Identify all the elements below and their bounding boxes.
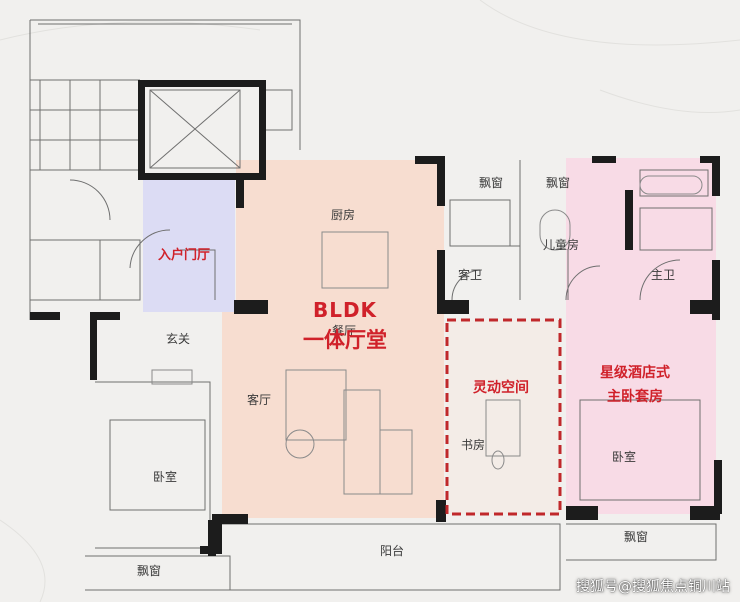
- watermark: 搜狐号@搜狐焦点铜川站: [576, 579, 730, 595]
- room-label-bay-window-top-2: 飘窗: [546, 176, 571, 190]
- room-label-bedroom-left: 卧室: [153, 470, 178, 484]
- room-label-bay-window-right: 飘窗: [624, 530, 649, 544]
- master-suite-callout-line1: 星级酒店式: [600, 365, 670, 381]
- room-label-bay-window-top-1: 飘窗: [479, 176, 504, 190]
- room-label-bedroom-master: 卧室: [612, 450, 637, 464]
- bldk-title: BLDK: [312, 298, 378, 322]
- master-suite-callout-line2: 主卧套房: [607, 389, 663, 405]
- entry-arrow-icon: [236, 180, 244, 190]
- flex-space-outline: [445, 318, 562, 516]
- flex-space-zone: [447, 320, 560, 514]
- room-label-guest-bath: 客卫: [458, 268, 483, 282]
- walls: [30, 80, 722, 556]
- room-label-master-bath: 主卫: [651, 268, 676, 282]
- thin-lines: [29, 19, 717, 591]
- bldk-subtitle: 一体厅堂: [303, 328, 387, 352]
- room-label-living: 客厅: [247, 393, 272, 407]
- room-label-study: 书房: [461, 438, 486, 452]
- room-label-dining: 餐厅: [332, 324, 357, 338]
- room-label-kids-room: 儿童房: [543, 238, 580, 252]
- room-label-bay-window-left: 飘窗: [137, 564, 162, 578]
- room-label-kitchen: 厨房: [331, 208, 356, 222]
- room-label-entry-hall: 入户门厅: [158, 248, 211, 263]
- kitchen-zone: [236, 160, 444, 312]
- bldk-callout: BLDK 一体厅堂: [292, 298, 398, 352]
- room-label-foyer: 玄关: [166, 332, 191, 346]
- room-label-balcony: 阳台: [380, 544, 405, 558]
- master-suite-zone: [566, 158, 716, 514]
- flex-space-callout: 灵动空间: [473, 380, 529, 396]
- entry-hall-zone: [143, 180, 235, 312]
- living-zone: [222, 312, 444, 518]
- furniture: [151, 175, 703, 495]
